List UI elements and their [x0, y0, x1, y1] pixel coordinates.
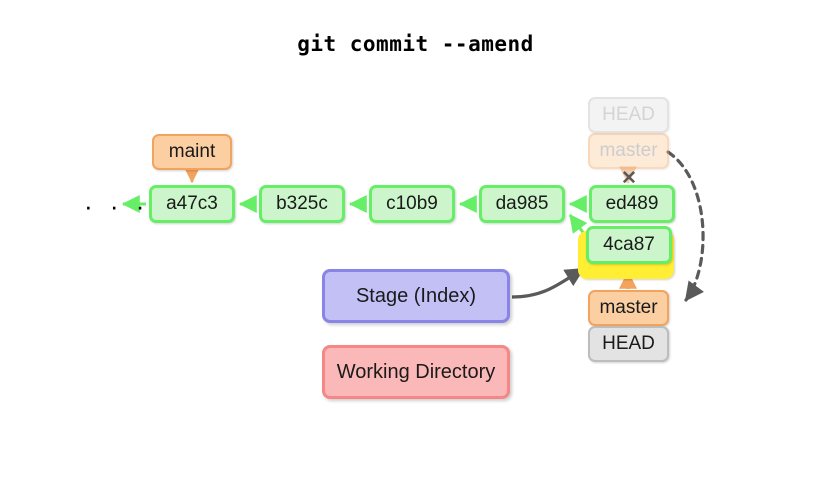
stage-index-box[interactable]: Stage (Index): [322, 269, 510, 323]
commit-node-4ca87[interactable]: 4ca87: [586, 226, 672, 264]
working-directory-box[interactable]: Working Directory: [322, 345, 510, 399]
commit-node-da985[interactable]: da985: [479, 185, 565, 223]
commit-node-a47c3[interactable]: a47c3: [149, 185, 235, 223]
history-ellipsis: · · ·: [84, 191, 150, 221]
commit-node-c10b9[interactable]: c10b9: [369, 185, 455, 223]
stage-to-commit-arrow: [511, 267, 585, 299]
commit-node-b325c[interactable]: b325c: [259, 185, 345, 223]
ref-label-head[interactable]: HEAD: [588, 326, 669, 362]
old-ref-label-head: HEAD: [588, 97, 669, 133]
detached-ref-x-icon: ✕: [621, 168, 637, 189]
commit-node-ed489[interactable]: ed489: [589, 185, 675, 223]
branch-move-dashed-arrow: [666, 150, 705, 302]
ref-label-master[interactable]: master: [588, 290, 669, 326]
old-ref-label-master: master: [588, 133, 669, 169]
ref-label-maint[interactable]: maint: [152, 134, 232, 170]
page-title: git commit --amend: [297, 32, 534, 56]
